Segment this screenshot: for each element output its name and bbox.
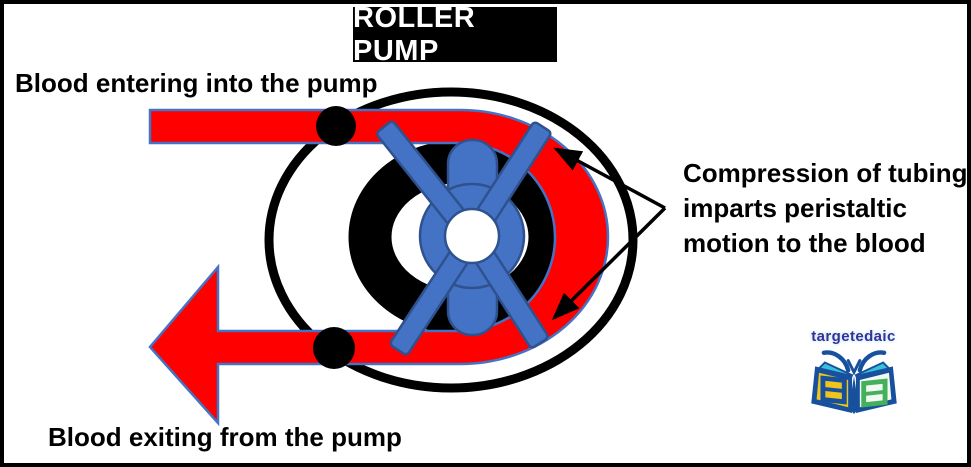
open-book-icon: [810, 350, 897, 414]
annotation-line-2: imparts peristaltic: [683, 193, 907, 223]
blood-tubing-path: [148, 108, 610, 427]
inlet-label: Blood entering into the pump: [15, 68, 378, 98]
annotation-line-3: motion to the blood: [683, 228, 926, 258]
compression-arrow-top: [553, 147, 666, 210]
occlusion-point-bottom-dot: [313, 327, 355, 369]
annotation-text: Compression of tubing imparts peristalti…: [683, 156, 968, 261]
annotation-line-1: Compression of tubing: [683, 158, 968, 188]
brand-name: targetedaic: [811, 328, 896, 345]
compression-arrow-bottom: [551, 206, 667, 321]
rotor-axle-hole: [443, 207, 501, 265]
brand-logo: targetedaic: [796, 328, 911, 414]
page-title: ROLLER PUMP: [353, 1, 476, 67]
outlet-label: Blood exiting from the pump: [48, 422, 402, 452]
occlusion-point-top-dot: [316, 106, 356, 146]
title-banner: ROLLER PUMP: [353, 2, 557, 67]
